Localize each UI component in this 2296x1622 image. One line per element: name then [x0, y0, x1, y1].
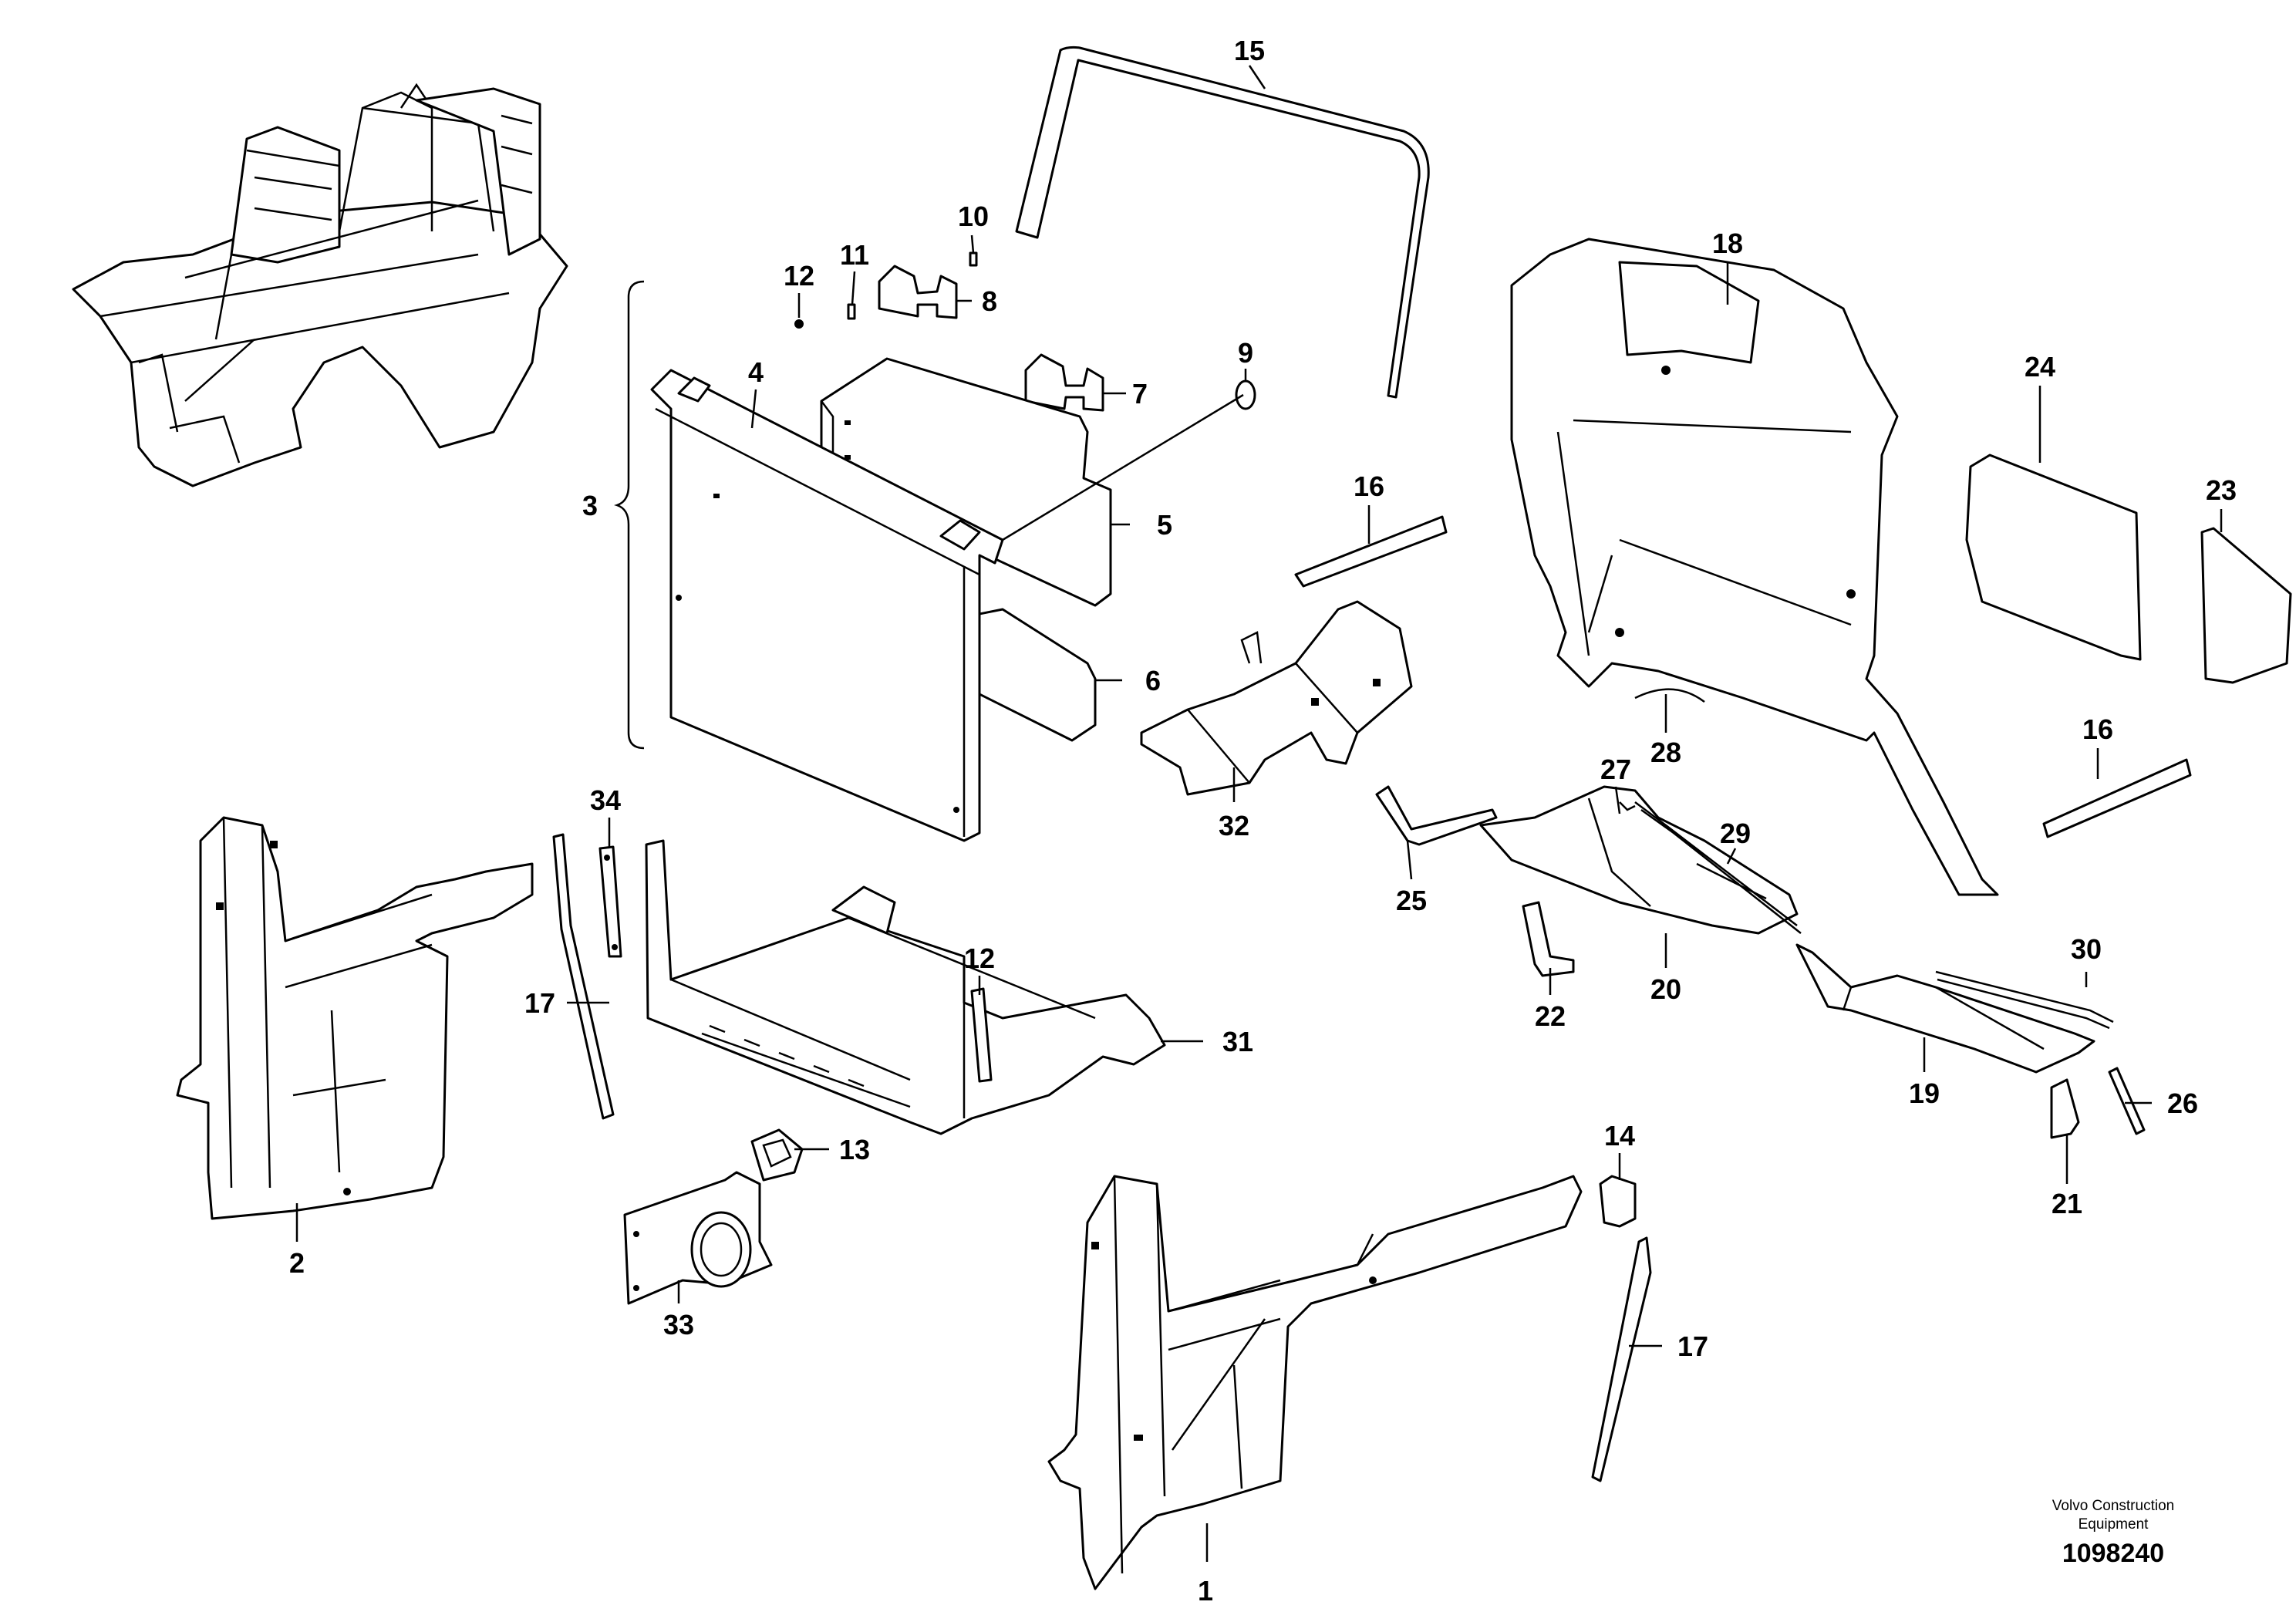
part-26-clip	[2108, 1067, 2146, 1135]
callout-29: 29	[1720, 818, 1751, 849]
callout-1: 1	[1198, 1575, 1213, 1607]
callout-15: 15	[1234, 35, 1265, 66]
callout-30: 30	[2071, 933, 2102, 965]
callout-24: 24	[2025, 351, 2055, 383]
callout-26: 26	[2167, 1088, 2198, 1119]
part-14-bracket	[1599, 1175, 1637, 1228]
part-22-bracket	[1522, 901, 1575, 977]
part-16-strap-upper	[1294, 515, 1448, 588]
callout-12-lower: 12	[964, 943, 995, 974]
brand-line-2: Equipment	[2079, 1516, 2149, 1533]
brand-line-1: Volvo Construction	[2052, 1498, 2174, 1514]
callout-21: 21	[2052, 1188, 2082, 1219]
part-25-shield	[1375, 785, 1498, 846]
callout-11: 11	[840, 239, 869, 271]
callout-7: 7	[1132, 378, 1148, 410]
callout-18: 18	[1712, 228, 1743, 259]
callout-25: 25	[1396, 885, 1427, 916]
callout-leaders	[295, 65, 2223, 1562]
callout-20: 20	[1650, 973, 1681, 1005]
part-2-left-frame	[176, 816, 534, 1220]
part-28-hose	[1634, 688, 1705, 703]
part-23-cover	[2200, 527, 2292, 684]
part-19-shield	[1795, 943, 2095, 1074]
callout-22: 22	[1535, 1000, 1566, 1032]
part-4-grille-frame	[650, 369, 1004, 842]
part-17-stay-lower	[1591, 1236, 1652, 1482]
overview-machine-thumbnail	[72, 83, 568, 487]
part-29-tube	[1634, 801, 1802, 934]
part-17-stay-upper	[552, 833, 615, 1120]
part-21-bracket	[2050, 1078, 2080, 1139]
callout-6: 6	[1145, 665, 1161, 696]
callout-2: 2	[289, 1247, 305, 1279]
callout-16-upper: 16	[1354, 470, 1384, 502]
callout-16-lower: 16	[2082, 713, 2113, 745]
part-16-strap-lower	[2042, 758, 2192, 838]
callout-33: 33	[663, 1309, 694, 1340]
callout-31: 31	[1222, 1026, 1253, 1057]
drawing-footer: Volvo Construction Equipment 1098240	[2052, 1498, 2174, 1568]
part-15-seal-strip	[1015, 46, 1430, 399]
drawing-number: 1098240	[2062, 1539, 2164, 1568]
callout-34: 34	[590, 784, 621, 816]
callout-19: 19	[1909, 1077, 1940, 1109]
callout-9: 9	[1238, 337, 1253, 369]
callout-3-brace	[614, 280, 645, 750]
callout-4: 4	[748, 356, 764, 388]
callout-32: 32	[1219, 810, 1249, 841]
callout-27: 27	[1600, 754, 1631, 785]
callout-17-lower: 17	[1677, 1330, 1708, 1362]
part-8-bracket	[878, 265, 958, 319]
callout-8: 8	[982, 285, 997, 317]
callout-14: 14	[1604, 1120, 1635, 1152]
part-30-rod	[1935, 970, 2114, 1030]
part-13-gasket	[750, 1128, 804, 1182]
callout-5: 5	[1157, 509, 1172, 541]
part-1-main-frame	[1047, 1175, 1583, 1590]
part-33-duct-plate	[623, 1171, 773, 1305]
callout-3: 3	[582, 490, 598, 521]
callout-17-upper: 17	[524, 987, 555, 1019]
part-24-cover	[1965, 454, 2142, 661]
part-9-washer	[1235, 379, 1256, 410]
callout-10: 10	[958, 201, 989, 232]
part-6-panel	[963, 608, 1097, 742]
callout-23: 23	[2206, 474, 2237, 506]
part-32-mounting-bracket	[1140, 600, 1413, 796]
part-31-cradle-frame	[645, 839, 1166, 1135]
part-7-bracket	[1024, 353, 1104, 412]
callout-labels: 1 2 3 4 5 6 7 8 9 10 11 12 12 13 14 15 1…	[289, 35, 2237, 1607]
part-34-link	[598, 845, 622, 958]
callout-13: 13	[839, 1134, 870, 1165]
callout-28: 28	[1650, 737, 1681, 768]
part-27-tube	[1619, 801, 1636, 811]
part-18-rear-frame	[1510, 238, 1999, 896]
callout-12-upper: 12	[784, 260, 814, 292]
